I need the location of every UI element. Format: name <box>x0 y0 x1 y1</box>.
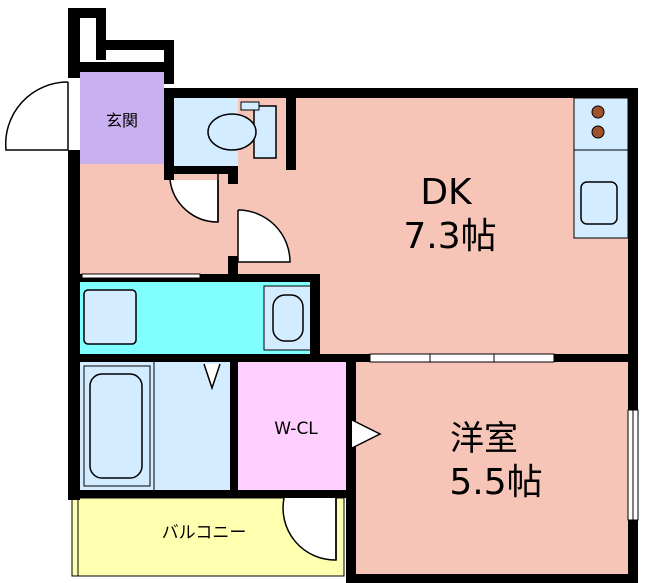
balcony-label: バルコニー <box>162 523 247 543</box>
entrance-label: 玄関 <box>106 111 138 130</box>
toilet-icon <box>207 101 277 159</box>
closet-floor <box>238 362 350 490</box>
washbasin-icon <box>83 289 137 345</box>
western-room-name-label: 洋室 <box>450 419 518 459</box>
dk-name-label: DK <box>420 172 473 213</box>
western-room-floor <box>356 362 628 577</box>
stove-burner-icon <box>591 105 605 119</box>
windows <box>81 273 639 521</box>
stove-burner-icon <box>591 125 605 139</box>
doors <box>4 81 382 561</box>
western-room-size-label: 5.5帖 <box>449 462 542 503</box>
dk-size-label: 7.3帖 <box>403 216 496 257</box>
entrance-floor <box>80 72 164 164</box>
sink-icon <box>580 181 618 225</box>
closet-label: W-CL <box>274 419 318 439</box>
